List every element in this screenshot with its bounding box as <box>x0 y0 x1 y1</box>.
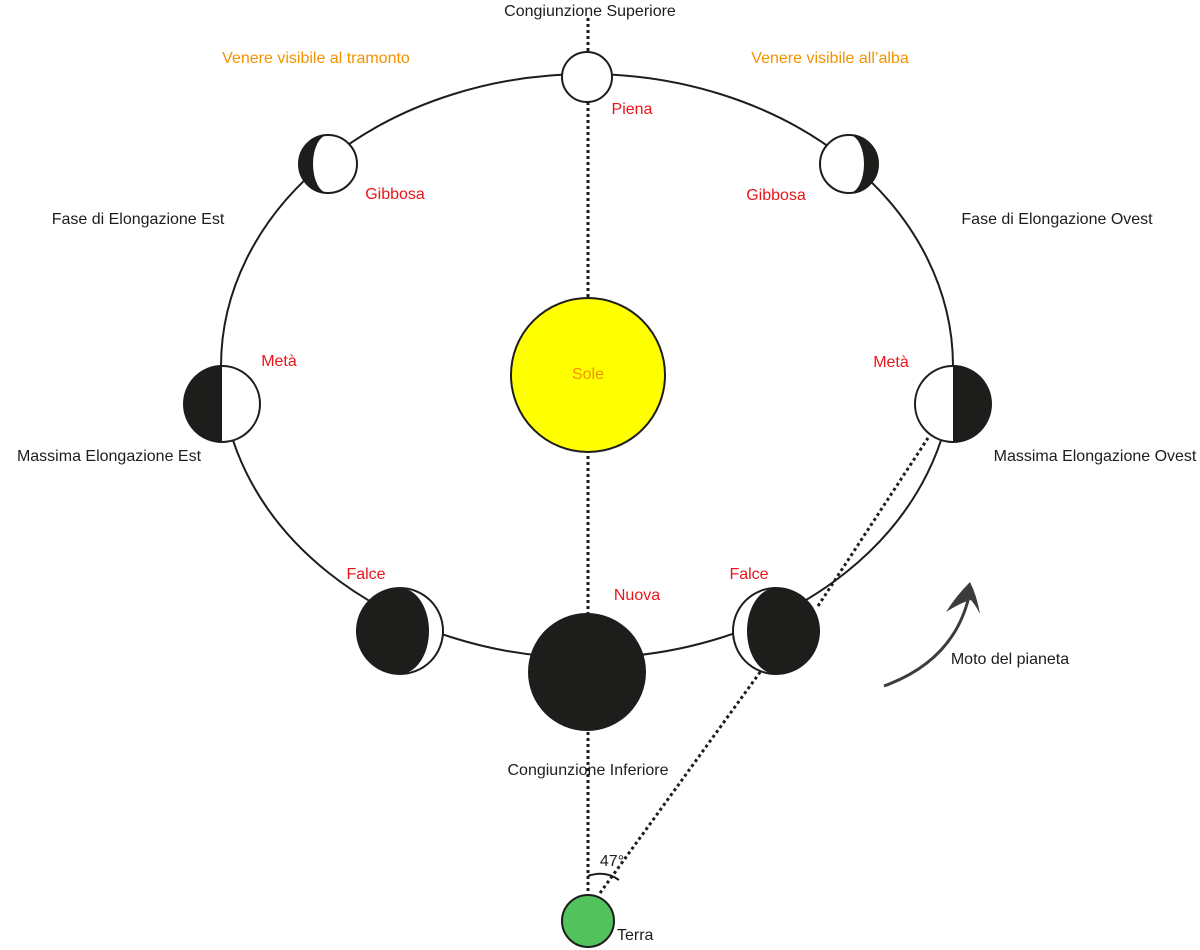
angle-arc <box>587 872 620 881</box>
visible-dawn-label: Venere visibile all’alba <box>751 50 909 67</box>
visible-sunset-label: Venere visibile al tramonto <box>222 50 410 67</box>
sun <box>510 297 666 453</box>
west-elongation-phase-label: Fase di Elongazione Ovest <box>961 211 1153 228</box>
phase-label-new: Nuova <box>614 587 660 604</box>
max-west-elongation-label: Massima Elongazione Ovest <box>994 448 1197 465</box>
venus-crescent-right <box>732 587 820 675</box>
phase-label-gibbous-right: Gibbosa <box>746 187 806 204</box>
phase-label-crescent-right: Falce <box>729 566 768 583</box>
phase-label-half-left: Metà <box>261 353 297 370</box>
venus-full-phase <box>561 51 613 103</box>
inferior-conjunction-label: Congiunzione Inferiore <box>508 762 669 779</box>
venus-new-phase <box>528 613 646 731</box>
phase-label-crescent-left: Falce <box>346 566 385 583</box>
phase-label-half-right: Metà <box>873 354 909 371</box>
earth-label: Terra <box>617 927 654 944</box>
venus-crescent-left <box>356 587 444 675</box>
angle-label: 47° <box>600 853 624 870</box>
superior-conjunction-label: Congiunzione Superiore <box>504 3 676 20</box>
earth <box>561 894 615 948</box>
max-east-elongation-label: Massima Elongazione Est <box>17 448 202 465</box>
east-elongation-phase-label: Fase di Elongazione Est <box>52 211 225 228</box>
venus-gibbous-right <box>819 134 879 194</box>
phase-label-gibbous-left: Gibbosa <box>365 186 425 203</box>
planet-motion-label: Moto del pianeta <box>951 651 1069 668</box>
sun-label: Sole <box>572 366 604 383</box>
venus-half-left <box>183 365 261 443</box>
venus-gibbous-left <box>298 134 358 194</box>
planet-motion-arrow-icon <box>883 582 980 688</box>
venus-half-right <box>914 365 992 443</box>
max-elongation-sight-line <box>816 437 930 607</box>
earth-sight-line-crescent <box>598 663 768 894</box>
phase-label-full: Piena <box>612 101 653 118</box>
